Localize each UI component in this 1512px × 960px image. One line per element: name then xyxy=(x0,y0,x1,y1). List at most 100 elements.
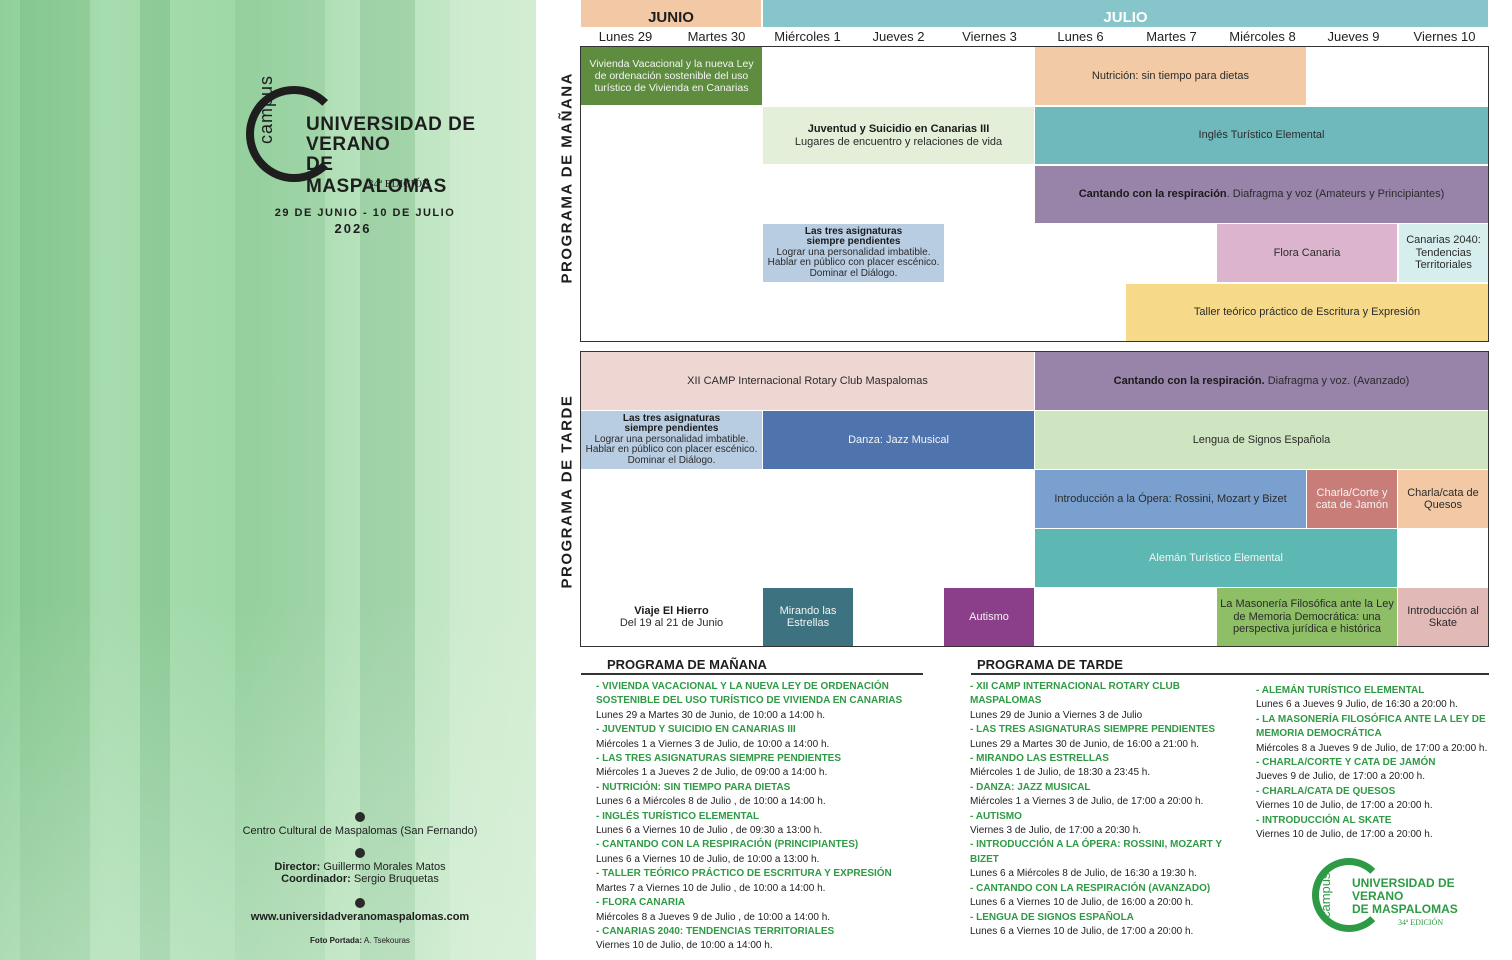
course-lengua-signos[interactable]: Lengua de Signos Española xyxy=(1035,411,1488,469)
list-item: - CANTANDO CON LA RESPIRACIÓN (AVANZADO)… xyxy=(970,882,1211,909)
cover-panel: campus UNIVERSIDAD DE VERANO DE MASPALOM… xyxy=(0,0,536,960)
coordinator-name: Sergio Bruquetas xyxy=(353,873,439,885)
list-item: - INTRODUCCIÓN A LA ÓPERA: ROSSINI, MOZA… xyxy=(970,839,1222,880)
day-header: Lunes 29 xyxy=(598,29,653,44)
cover-year: 2026 xyxy=(334,221,372,236)
list-item: - LAS TRES ASIGNATURAS SIEMPRE PENDIENTE… xyxy=(970,724,1216,750)
course-quesos[interactable]: Charla/cata de Quesos xyxy=(1398,470,1488,528)
day-header: Viernes 10 xyxy=(1413,29,1476,44)
footer-logo-line-1: UNIVERSIDAD DE xyxy=(1352,876,1455,890)
course-aleman[interactable]: Alemán Turístico Elemental xyxy=(1035,529,1397,587)
course-cantando-principiantes[interactable]: Cantando con la respiración. Diafragma y… xyxy=(1035,166,1488,223)
course-jamon[interactable]: Charla/Corte y cata de Jamón xyxy=(1307,470,1397,528)
day-header: Miércoles 8 xyxy=(1229,29,1296,44)
day-header: Jueves 9 xyxy=(1327,29,1380,44)
morning-section-label: PROGRAMA DE MAÑANA xyxy=(558,72,576,284)
afternoon-list-rule xyxy=(971,673,1489,675)
day-header: Lunes 6 xyxy=(1057,29,1104,44)
cover-dates: 29 DE JUNIO - 10 DE JULIO xyxy=(274,207,456,219)
day-header: Jueves 2 xyxy=(872,29,925,44)
list-item: - LA MASONERÍA FILOSÓFICA ANTE LA LEY DE… xyxy=(1256,713,1488,754)
course-cantando-avanzado[interactable]: Cantando con la respiración. Diafragma y… xyxy=(1035,352,1488,410)
course-estrellas[interactable]: Mirando las Estrellas xyxy=(763,588,853,646)
location-pin-icon xyxy=(355,812,365,822)
venue-text: Centro Cultural de Maspalomas (San Ferna… xyxy=(242,825,478,837)
afternoon-list-heading: PROGRAMA DE TARDE xyxy=(977,657,1123,672)
course-danza[interactable]: Danza: Jazz Musical xyxy=(763,411,1034,469)
photo-label: Foto Portada: xyxy=(310,936,363,945)
director-label: Director: xyxy=(274,861,321,873)
list-item: - LAS TRES ASIGNATURAS SIEMPRE PENDIENTE… xyxy=(596,753,842,779)
logo-ring-icon xyxy=(246,86,342,182)
list-item: - VIVIENDA VACACIONAL Y LA NUEVA LEY DE … xyxy=(596,681,903,721)
course-juventud[interactable]: Juventud y Suicidio en Canarias III Luga… xyxy=(763,107,1034,164)
footer-logo-ring-icon xyxy=(1312,858,1386,932)
afternoon-list-col1: - XII CAMP INTERNACIONAL ROTARY CLUB MAS… xyxy=(970,680,1235,939)
afternoon-section-label: PROGRAMA DE TARDE xyxy=(558,394,576,589)
course-canarias-2040[interactable]: Canarias 2040: Tendencias Territoriales xyxy=(1399,224,1488,282)
cover-texture xyxy=(140,0,170,960)
logo-line-1: UNIVERSIDAD DE xyxy=(306,114,476,135)
course-tres-asignaturas-tarde[interactable]: Las tres asignaturas siempre pendientes … xyxy=(581,411,762,469)
footer-logo-line-3: DE MASPALOMAS xyxy=(1352,902,1458,916)
photo-credit: Foto Portada: A. Tsekouras xyxy=(190,936,530,945)
logo-edition: 34ª EDICIÓN xyxy=(368,178,430,190)
cover-haze xyxy=(0,600,536,960)
cover-texture xyxy=(450,0,536,960)
morning-list-rule xyxy=(581,673,923,675)
day-header: Viernes 3 xyxy=(962,29,1017,44)
month-junio-bg xyxy=(581,0,761,27)
list-item: - TALLER TEÓRICO PRÁCTICO DE ESCRITURA Y… xyxy=(596,868,892,894)
course-nutricion[interactable]: Nutrición: sin tiempo para dietas xyxy=(1035,47,1306,105)
list-item: - XII CAMP INTERNACIONAL ROTARY CLUB MAS… xyxy=(970,681,1181,721)
university-logo: campus UNIVERSIDAD DE VERANO DE MASPALOM… xyxy=(246,75,476,197)
course-skate[interactable]: Introducción al Skate xyxy=(1398,588,1488,646)
web-icon xyxy=(355,898,365,908)
day-header: Martes 7 xyxy=(1146,29,1197,44)
course-ingles[interactable]: Inglés Turístico Elemental xyxy=(1035,107,1488,164)
venue-block: Centro Cultural de Maspalomas (San Ferna… xyxy=(190,812,530,837)
footer-logo-campus: campus xyxy=(1318,872,1333,918)
course-tres-asignaturas-manana[interactable]: Las tres asignaturas siempre pendientes … xyxy=(763,224,944,282)
website-block: www.universidadveranomaspalomas.com xyxy=(190,898,530,923)
month-julio-bg xyxy=(763,0,1488,27)
list-item: - CANTANDO CON LA RESPIRACIÓN (PRINCIPIA… xyxy=(596,839,859,865)
cover-texture xyxy=(20,0,90,960)
course-vivienda[interactable]: Vivienda Vacacional y la nueva Ley de or… xyxy=(581,47,762,105)
course-masoneria[interactable]: La Masonería Filosófica ante la Ley de M… xyxy=(1217,588,1397,646)
person-icon xyxy=(355,848,365,858)
month-junio: JUNIO xyxy=(581,0,761,27)
day-header: Miércoles 1 xyxy=(774,29,841,44)
course-flora[interactable]: Flora Canaria xyxy=(1217,224,1397,282)
course-rotary[interactable]: XII CAMP Internacional Rotary Club Maspa… xyxy=(581,352,1034,410)
logo-campus-text: campus xyxy=(256,74,276,144)
course-opera[interactable]: Introducción a la Ópera: Rossini, Mozart… xyxy=(1035,470,1306,528)
website-link[interactable]: www.universidadveranomaspalomas.com xyxy=(250,911,470,923)
day-header: Martes 30 xyxy=(687,29,746,44)
footer-logo-edition: 34ª EDICIÓN xyxy=(1398,918,1444,927)
list-item: - CANARIAS 2040: TENDENCIAS TERRITORIALE… xyxy=(596,925,835,952)
director-name: Guillermo Morales Matos xyxy=(323,861,446,873)
month-julio: JULIO xyxy=(763,0,1488,27)
logo-line-2: VERANO xyxy=(306,134,391,155)
morning-list-heading: PROGRAMA DE MAÑANA xyxy=(607,657,767,672)
course-viaje-hierro[interactable]: Viaje El Hierro Del 19 al 21 de Junio xyxy=(619,604,724,630)
coordinator-label: Coordinador: xyxy=(281,873,351,885)
course-autismo[interactable]: Autismo xyxy=(944,588,1034,646)
footer-logo-line-2: VERANO xyxy=(1352,889,1404,903)
footer-logo: campus UNIVERSIDAD DE VERANO DE MASPALOM… xyxy=(1312,858,1482,936)
staff-block: Director: Guillermo Morales Matos Coordi… xyxy=(190,848,530,885)
course-taller[interactable]: Taller teórico práctico de Escritura y E… xyxy=(1126,284,1488,341)
cover-texture xyxy=(360,0,415,960)
